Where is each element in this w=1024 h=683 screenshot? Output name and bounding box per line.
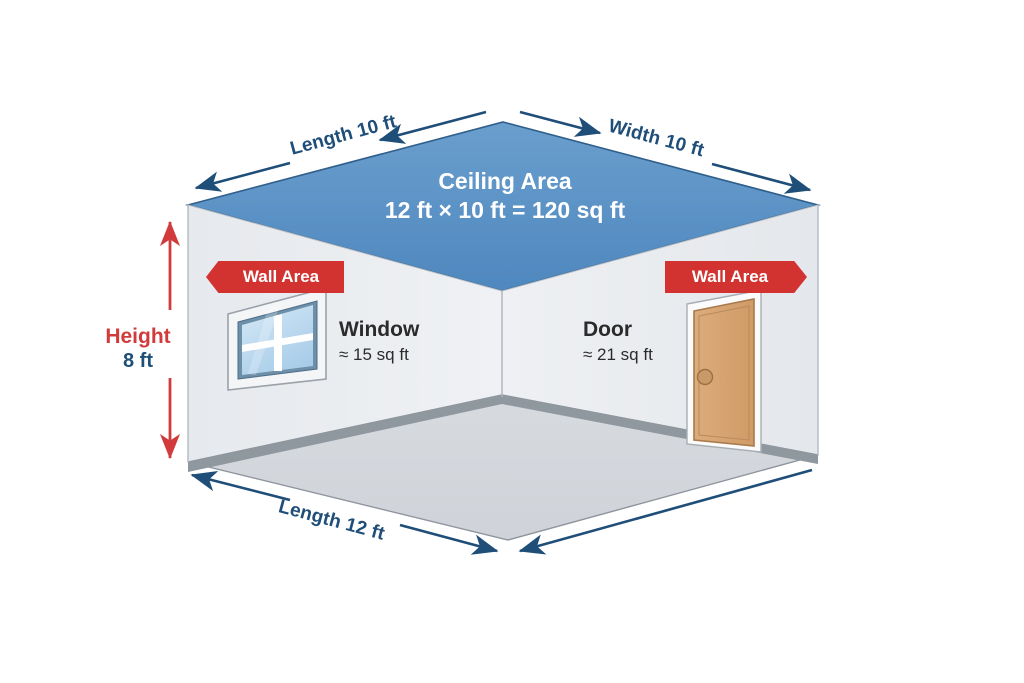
dimension-arrow-bottom-left — [190, 470, 499, 555]
height-label-value: 8 ft — [123, 350, 153, 373]
window-label-name: Window — [339, 318, 420, 341]
wall-area-banner-right: Wall Area — [665, 261, 807, 293]
door-label-area: ≈ 21 sq ft — [583, 345, 653, 365]
height-label-word: Height — [105, 325, 171, 348]
window-label-group: Window ≈ 15 sq ft — [339, 318, 419, 365]
door-graphic — [686, 289, 762, 453]
ceiling-area-title: Ceiling Area — [438, 168, 572, 194]
dimension-arrow-bottom-right — [518, 468, 813, 555]
door-label-group: Door ≈ 21 sq ft — [583, 318, 653, 365]
dimension-arrow-top-left — [194, 110, 487, 192]
height-dimension-label: Height 8 ft — [96, 325, 180, 373]
door-knob-icon — [696, 368, 714, 386]
window-label-area: ≈ 15 sq ft — [339, 345, 409, 365]
window-graphic — [227, 286, 327, 391]
door-label-name: Door — [583, 318, 632, 341]
dimension-arrow-top-right — [519, 110, 812, 194]
baseboard-left — [188, 395, 502, 472]
wall-area-banner-left: Wall Area — [206, 261, 344, 293]
ceiling-area-formula: 12 ft × 10 ft = 120 sq ft — [384, 197, 626, 223]
